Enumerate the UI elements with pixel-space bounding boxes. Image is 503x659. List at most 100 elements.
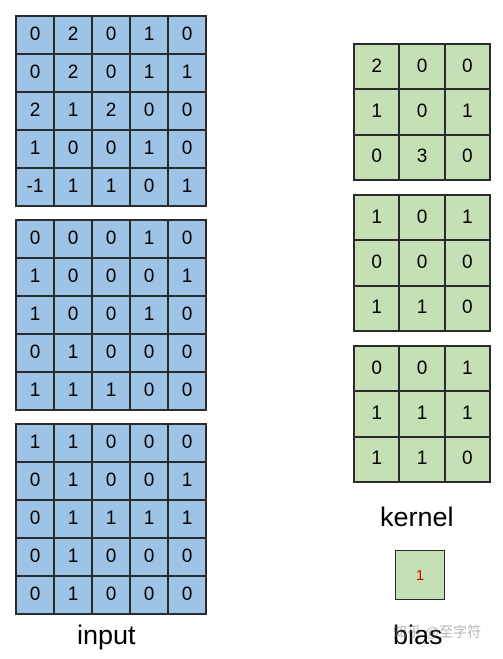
matrix-cell: 1 xyxy=(354,285,400,331)
matrix-cell: 1 xyxy=(54,372,92,410)
matrix-cell: 2 xyxy=(92,92,130,130)
matrix-cell: 1 xyxy=(92,372,130,410)
bias-value: 1 xyxy=(415,566,425,584)
matrix-cell: 1 xyxy=(168,168,206,206)
matrix-cell: 0 xyxy=(130,372,168,410)
matrix-cell: 0 xyxy=(54,220,92,258)
matrix-cell: 0 xyxy=(130,334,168,372)
matrix-cell: 2 xyxy=(54,16,92,54)
matrix-cell: 0 xyxy=(92,220,130,258)
matrix-cell: 0 xyxy=(168,424,206,462)
matrix-cell: 1 xyxy=(92,168,130,206)
matrix-cell: 0 xyxy=(92,538,130,576)
matrix-cell: 1 xyxy=(399,436,445,482)
matrix-cell: 1 xyxy=(354,89,400,135)
matrix-cell: 0 xyxy=(130,538,168,576)
matrix-cell: 0 xyxy=(444,285,490,331)
kernel-label: kernel xyxy=(380,502,454,532)
matrix-cell: 0 xyxy=(92,462,130,500)
matrix-cell: 1 xyxy=(399,285,445,331)
matrix-cell: 2 xyxy=(16,92,54,130)
matrix-cell: 1 xyxy=(130,220,168,258)
matrix-cell: 0 xyxy=(54,130,92,168)
matrix-cell: 0 xyxy=(168,372,206,410)
matrix-cell: 0 xyxy=(354,346,400,392)
matrix-cell: 0 xyxy=(168,538,206,576)
matrix-cell: 1 xyxy=(54,424,92,462)
matrix-cell: 0 xyxy=(16,16,54,54)
bias-box: 1 xyxy=(395,550,445,600)
matrix-cell: 1 xyxy=(130,296,168,334)
input-label: input xyxy=(77,620,136,650)
matrix-cell: 0 xyxy=(130,258,168,296)
matrix-cell: 1 xyxy=(16,296,54,334)
matrix-cell: 1 xyxy=(16,130,54,168)
matrix-cell: 1 xyxy=(354,436,400,482)
matrix-cell: -1 xyxy=(16,168,54,206)
matrix-cell: 1 xyxy=(130,500,168,538)
matrix-cell: 0 xyxy=(130,576,168,614)
matrix-cell: 0 xyxy=(92,424,130,462)
matrix-cell: 0 xyxy=(168,220,206,258)
watermark-text: 知乎 @至字符 xyxy=(393,624,482,640)
matrix-cell: 1 xyxy=(16,258,54,296)
matrix-cell: 0 xyxy=(444,240,490,286)
matrix-cell: 1 xyxy=(130,16,168,54)
matrix-cell: 1 xyxy=(54,334,92,372)
matrix-cell: 0 xyxy=(168,92,206,130)
matrix-cell: 0 xyxy=(92,130,130,168)
matrix-cell: 0 xyxy=(130,424,168,462)
matrix-cell: 1 xyxy=(130,54,168,92)
matrix-cell: 0 xyxy=(399,195,445,241)
matrix-cell: 0 xyxy=(444,134,490,180)
matrix-cell: 0 xyxy=(168,296,206,334)
matrix-cell: 1 xyxy=(16,372,54,410)
matrix-cell: 0 xyxy=(399,44,445,90)
matrix-cell: 0 xyxy=(16,576,54,614)
matrix-cell: 1 xyxy=(444,391,490,437)
matrix-cell: 2 xyxy=(54,54,92,92)
matrix-cell: 0 xyxy=(92,334,130,372)
matrix-cell: 1 xyxy=(54,538,92,576)
matrix-cell: 0 xyxy=(168,334,206,372)
matrix-cell: 0 xyxy=(354,240,400,286)
matrix-cell: 1 xyxy=(92,500,130,538)
matrix-cell: 1 xyxy=(444,89,490,135)
matrix-cell: 1 xyxy=(16,424,54,462)
matrix-cell: 0 xyxy=(399,89,445,135)
matrix-cell: 1 xyxy=(168,258,206,296)
matrix-cell: 1 xyxy=(444,195,490,241)
matrix-cell: 0 xyxy=(92,296,130,334)
matrix-cell: 0 xyxy=(92,576,130,614)
matrix-cell: 0 xyxy=(399,346,445,392)
matrix-cell: 0 xyxy=(16,54,54,92)
matrix-cell: 3 xyxy=(399,134,445,180)
matrix-cell: 1 xyxy=(444,346,490,392)
matrix-cell: 1 xyxy=(54,462,92,500)
matrix-cell: 0 xyxy=(130,92,168,130)
matrix-cell: 1 xyxy=(54,500,92,538)
matrix-cell: 0 xyxy=(444,436,490,482)
matrix-cell: 0 xyxy=(444,44,490,90)
matrix-cell: 1 xyxy=(354,195,400,241)
matrix-cell: 1 xyxy=(168,54,206,92)
matrix-cell: 0 xyxy=(16,220,54,258)
matrix-cell: 1 xyxy=(168,500,206,538)
matrix-cell: 0 xyxy=(16,462,54,500)
matrix-cell: 1 xyxy=(54,168,92,206)
matrix-cell: 2 xyxy=(354,44,400,90)
matrix-cell: 0 xyxy=(130,168,168,206)
matrix-cell: 0 xyxy=(92,16,130,54)
matrix-cell: 0 xyxy=(16,538,54,576)
matrix-cell: 1 xyxy=(130,130,168,168)
matrix-cell: 0 xyxy=(16,500,54,538)
matrix-cell: 1 xyxy=(54,576,92,614)
matrix-cell: 0 xyxy=(130,462,168,500)
matrix-cell: 0 xyxy=(54,296,92,334)
matrix-cell: 1 xyxy=(168,462,206,500)
